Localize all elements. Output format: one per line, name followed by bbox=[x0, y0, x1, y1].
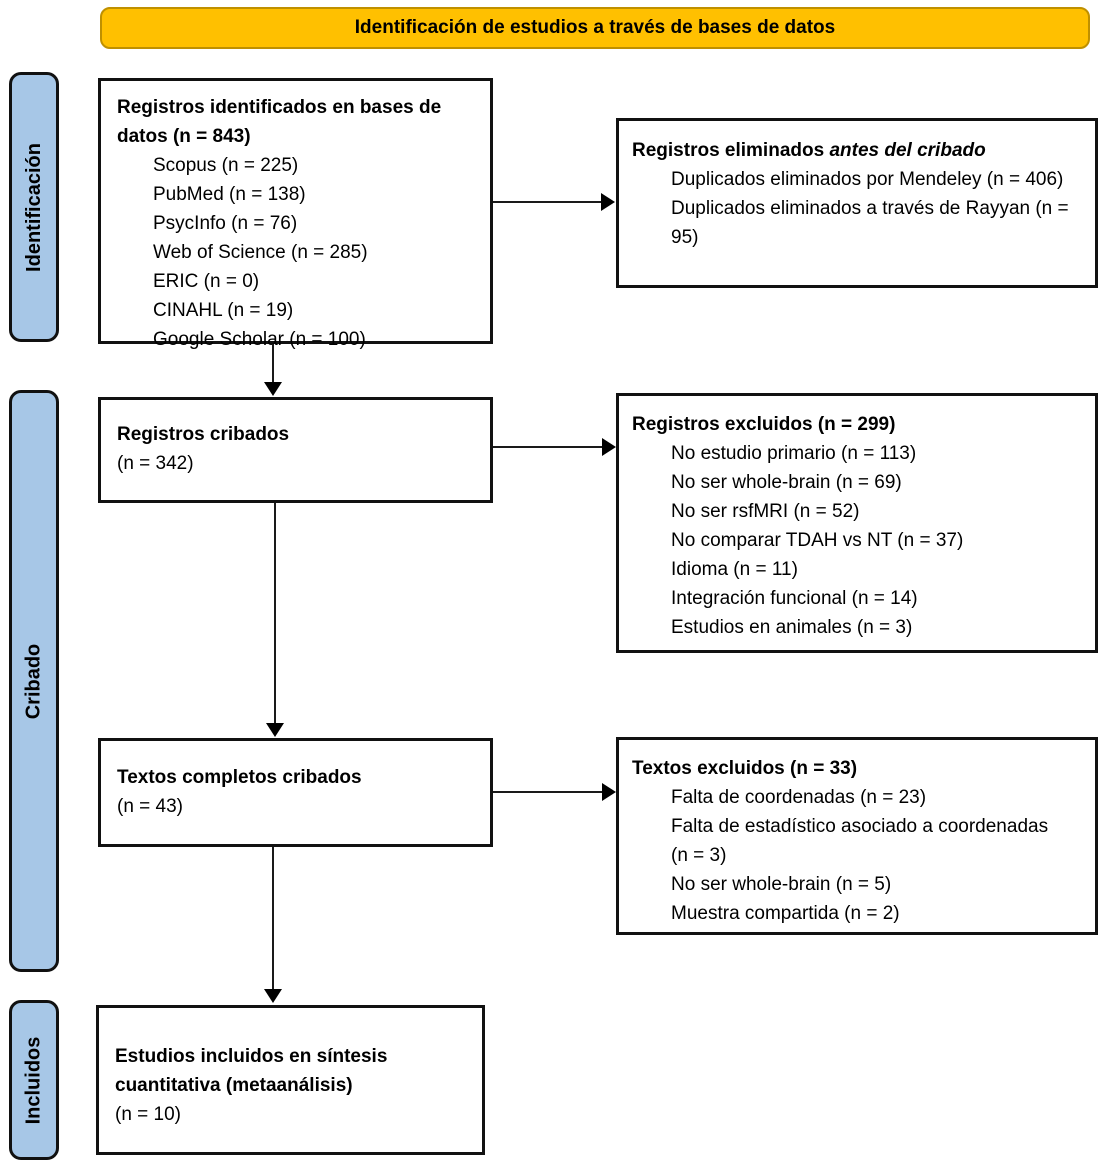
list-item: No estudio primario (n = 113) bbox=[671, 443, 917, 464]
stage-bar-identification: Identificación bbox=[9, 72, 59, 342]
list-item: CINAHL (n = 19) bbox=[153, 300, 294, 321]
stage-label-included: Incluidos bbox=[22, 1036, 45, 1124]
arrow-fulltext-to-ftexcluded-line bbox=[493, 791, 604, 793]
box-records-excluded-title: Registros excluidos (n = 299) bbox=[632, 414, 896, 435]
box-fulltext-excluded: Textos excluidos (n = 33) Falta de coord… bbox=[616, 737, 1098, 935]
list-item: Scopus (n = 225) bbox=[153, 155, 299, 176]
title-italic-part: antes del cribado bbox=[829, 140, 986, 161]
arrow-identified-to-screened-head-icon bbox=[264, 382, 282, 396]
arrow-fulltext-to-included-head-icon bbox=[264, 989, 282, 1003]
stage-label-screening: Cribado bbox=[22, 643, 45, 719]
header-banner: Identificación de estudios a través de b… bbox=[100, 7, 1090, 49]
title-normal-part: Registros eliminados bbox=[632, 140, 825, 161]
list-item: Web of Science (n = 285) bbox=[153, 242, 368, 263]
list-item: ERIC (n = 0) bbox=[153, 271, 260, 292]
arrow-screened-to-fulltext-line bbox=[274, 503, 276, 724]
list-item: Estudios en animales (n = 3) bbox=[671, 617, 913, 638]
box-records-identified-title: Registros identificados en bases de dato… bbox=[117, 97, 442, 147]
box-studies-included-count: (n = 10) bbox=[115, 1104, 182, 1125]
list-item: Duplicados eliminados a través de Rayyan… bbox=[671, 198, 1069, 248]
stage-bar-screening: Cribado bbox=[9, 390, 59, 972]
box-records-excluded: Registros excluidos (n = 299) No estudio… bbox=[616, 393, 1098, 653]
box-studies-included: Estudios incluidos en síntesis cuantitat… bbox=[96, 1005, 485, 1155]
list-item: Integración funcional (n = 14) bbox=[671, 588, 918, 609]
stage-bar-included: Incluidos bbox=[9, 1000, 59, 1160]
arrow-identified-to-removed-head-icon bbox=[601, 193, 615, 211]
list-item: Google Scholar (n = 100) bbox=[153, 329, 366, 350]
box-records-removed-title: Registros eliminados antes del cribado bbox=[632, 136, 1070, 165]
list-item: PubMed (n = 138) bbox=[153, 184, 306, 205]
list-item: No ser rsfMRI (n = 52) bbox=[671, 501, 860, 522]
box-fulltext-screened-count: (n = 43) bbox=[117, 796, 184, 817]
box-fulltext-screened-title: Textos completos cribados bbox=[117, 767, 362, 788]
box-records-screened-title: Registros cribados bbox=[117, 424, 290, 445]
stage-label-identification: Identificación bbox=[22, 142, 45, 272]
box-fulltext-excluded-title: Textos excluidos (n = 33) bbox=[632, 758, 858, 779]
arrow-fulltext-to-ftexcluded-head-icon bbox=[602, 783, 616, 801]
arrow-identified-to-screened-line bbox=[272, 344, 274, 383]
box-records-screened-count: (n = 342) bbox=[117, 453, 194, 474]
box-studies-included-title: Estudios incluidos en síntesis cuantitat… bbox=[115, 1046, 388, 1096]
arrow-screened-to-excluded-head-icon bbox=[602, 438, 616, 456]
arrow-identified-to-removed-line bbox=[493, 201, 602, 203]
box-records-removed-before-screening: Registros eliminados antes del cribado D… bbox=[616, 118, 1098, 288]
arrow-screened-to-excluded-line bbox=[493, 446, 604, 448]
list-item: Muestra compartida (n = 2) bbox=[671, 903, 900, 924]
list-item: PsycInfo (n = 76) bbox=[153, 213, 298, 234]
list-item: No comparar TDAH vs NT (n = 37) bbox=[671, 530, 964, 551]
list-item: Idioma (n = 11) bbox=[671, 559, 798, 580]
box-records-identified: Registros identificados en bases de dato… bbox=[98, 78, 493, 350]
list-item: Duplicados eliminados por Mendeley (n = … bbox=[671, 169, 1064, 190]
header-title: Identificación de estudios a través de b… bbox=[354, 17, 836, 38]
arrow-screened-to-fulltext-head-icon bbox=[266, 723, 284, 737]
box-records-screened: Registros cribados (n = 342) bbox=[98, 397, 493, 503]
list-item: No ser whole-brain (n = 5) bbox=[671, 874, 892, 895]
list-item: Falta de estadístico asociado a coordena… bbox=[671, 816, 1049, 866]
list-item: No ser whole-brain (n = 69) bbox=[671, 472, 902, 493]
box-fulltext-screened: Textos completos cribados (n = 43) bbox=[98, 738, 493, 847]
arrow-fulltext-to-included-line bbox=[272, 847, 274, 990]
list-item: Falta de coordenadas (n = 23) bbox=[671, 787, 927, 808]
